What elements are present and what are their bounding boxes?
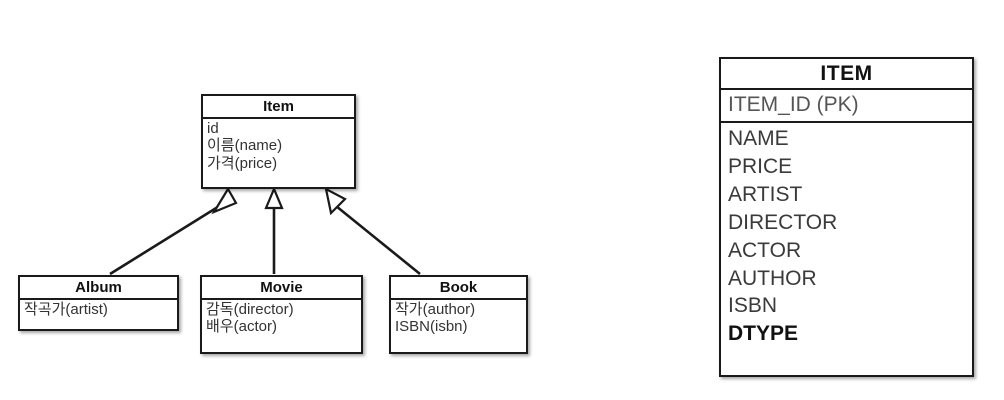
uml-class-item[interactable]: Item id 이름(name) 가격(price)	[201, 94, 356, 189]
generalization-arrowhead-movie	[264, 186, 284, 210]
db-column: PRICE	[728, 154, 793, 178]
db-table-item[interactable]: ITEM ITEM_ID (PK) NAME PRICE ARTIST DIRE…	[719, 57, 974, 377]
attribute: 이름(name)	[207, 137, 283, 155]
generalization-arrowhead-book	[324, 186, 347, 216]
attribute: 작곡가(artist)	[24, 301, 108, 318]
generalization-album-to-item	[109, 186, 238, 276]
uml-class-book-title: Book	[391, 277, 526, 300]
attribute: 배우(actor)	[206, 318, 277, 336]
uml-class-movie-title: Movie	[202, 277, 361, 300]
db-column: DIRECTOR	[728, 210, 838, 234]
uml-class-movie-attributes: 감독(director) 배우(actor)	[202, 300, 361, 338]
uml-class-album-title: Album	[20, 277, 177, 300]
db-column: ISBN	[728, 294, 778, 318]
uml-class-item-title: Item	[203, 96, 354, 119]
db-column: ACTOR	[728, 238, 802, 262]
attribute: 가격(price)	[207, 154, 278, 172]
generalization-book-to-item	[324, 186, 421, 276]
db-table-item-name: ITEM	[721, 59, 972, 90]
generalization-movie-to-item	[264, 186, 284, 274]
uml-class-album-attributes: 작곡가(artist)	[20, 300, 177, 320]
db-column-primary-key: ITEM_ID (PK)	[728, 93, 859, 116]
attribute: id	[207, 120, 219, 137]
uml-class-item-attributes: id 이름(name) 가격(price)	[203, 119, 354, 174]
db-table-primary-key-row: ITEM_ID (PK)	[721, 90, 972, 123]
uml-class-album[interactable]: Album 작곡가(artist)	[18, 275, 179, 331]
db-column: AUTHOR	[728, 266, 817, 290]
generalization-arrowhead-album	[211, 186, 238, 215]
uml-class-movie[interactable]: Movie 감독(director) 배우(actor)	[200, 275, 363, 354]
db-column: ARTIST	[728, 182, 803, 206]
attribute: ISBN(isbn)	[395, 318, 468, 336]
attribute: 작가(author)	[395, 301, 476, 318]
db-table-column-list: NAME PRICE ARTIST DIRECTOR ACTOR AUTHOR …	[721, 123, 972, 352]
attribute: 감독(director)	[206, 301, 294, 318]
db-column: NAME	[728, 126, 789, 150]
db-column-discriminator: DTYPE	[728, 322, 799, 346]
uml-class-book-attributes: 작가(author) ISBN(isbn)	[391, 300, 526, 338]
uml-class-book[interactable]: Book 작가(author) ISBN(isbn)	[389, 275, 528, 354]
